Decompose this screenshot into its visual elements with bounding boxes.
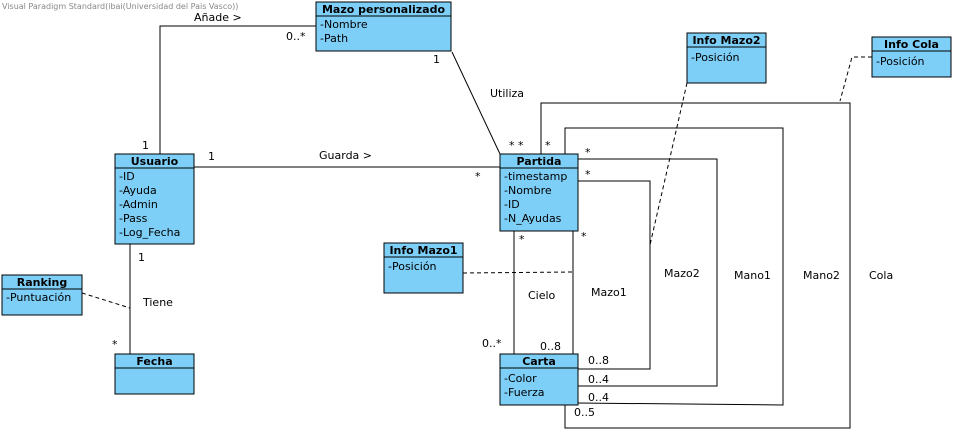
multiplicity: * <box>519 233 525 246</box>
class-attr: -N_Ayudas <box>504 212 562 225</box>
assoc-label-mano1: Mano1 <box>734 269 771 282</box>
multiplicity: 0..8 <box>588 354 609 367</box>
class-title: Ranking <box>17 276 68 289</box>
class-title: Carta <box>522 355 556 368</box>
class-fecha[interactable]: Fecha <box>114 353 195 395</box>
class-attr: -ID <box>119 170 135 183</box>
assoc-label-cielo: Cielo <box>528 289 556 302</box>
class-attr: -Posición <box>876 55 925 68</box>
multiplicity: * <box>518 139 524 152</box>
class-attr: -Color <box>504 372 537 385</box>
assoc-label-utiliza: Utiliza <box>490 87 524 100</box>
class-title: Info Mazo2 <box>692 34 760 47</box>
multiplicity: 1 <box>208 150 215 163</box>
class-ranking[interactable]: Ranking -Puntuación <box>1 274 83 316</box>
class-attr: -Posición <box>691 51 740 64</box>
assoc-mano1-line <box>578 158 718 387</box>
class-attr: -Pass <box>119 212 148 225</box>
class-attr: -Ayuda <box>119 184 157 197</box>
class-info-cola[interactable]: Info Cola -Posición <box>871 36 952 78</box>
class-attr: -Log_Fecha <box>119 226 180 239</box>
class-title: Mazo personalizado <box>322 3 446 16</box>
multiplicity: * <box>475 170 481 183</box>
class-title: Info Cola <box>884 38 939 51</box>
multiplicity: * <box>545 139 551 152</box>
multiplicity: 1 <box>138 251 145 264</box>
assoc-utiliza-line <box>451 51 501 155</box>
class-attr: -ID <box>504 198 520 211</box>
class-title: Info Mazo1 <box>389 244 457 257</box>
multiplicity: 1 <box>433 53 440 66</box>
assoc-label-tiene: Tiene <box>142 296 173 309</box>
class-attr: -Posición <box>388 260 437 273</box>
multiplicity: * <box>112 338 118 351</box>
class-title: Usuario <box>131 155 179 168</box>
multiplicity: * <box>585 168 591 181</box>
assoc-mazo2-line <box>578 180 651 370</box>
assoc-label-mazo1: Mazo1 <box>591 286 627 299</box>
multiplicity: * <box>585 146 591 159</box>
link-info-cola <box>839 56 872 102</box>
class-attr: -Path <box>320 32 348 45</box>
assoc-label-mano2: Mano2 <box>803 269 840 282</box>
class-usuario[interactable]: Usuario -ID -Ayuda -Admin -Pass -Log_Fec… <box>114 153 195 245</box>
class-info-mazo2[interactable]: Info Mazo2 -Posición <box>686 32 767 84</box>
multiplicity: 0..* <box>482 337 502 350</box>
class-attr: -Admin <box>119 198 158 211</box>
class-mazo-personalizado[interactable]: Mazo personalizado -Nombre -Path <box>315 1 452 52</box>
class-title: Partida <box>517 155 562 168</box>
multiplicity: * <box>509 139 515 152</box>
class-attr: -Puntuación <box>6 291 71 304</box>
multiplicity: 0..8 <box>540 340 561 353</box>
class-attr: -Nombre <box>504 184 552 197</box>
assoc-label-cola: Cola <box>869 269 893 282</box>
assoc-label-guarda: Guarda > <box>319 149 372 162</box>
multiplicity: 0..* <box>286 30 306 43</box>
class-partida[interactable]: Partida -timestamp -Nombre -ID -N_Ayudas <box>499 153 579 232</box>
class-attr: -timestamp <box>504 170 567 183</box>
link-info-mazo2 <box>649 82 688 246</box>
multiplicity: 0..5 <box>574 406 595 419</box>
assoc-anade-line <box>159 25 316 154</box>
class-attr: -Nombre <box>320 18 368 31</box>
class-carta[interactable]: Carta -Color -Fuerza <box>499 353 579 406</box>
multiplicity: * <box>581 230 587 243</box>
assoc-label-mazo2: Mazo2 <box>664 267 700 280</box>
assoc-cola-line <box>540 102 851 429</box>
class-attr: -Fuerza <box>504 386 544 399</box>
class-info-mazo1[interactable]: Info Mazo1 -Posición <box>383 242 464 294</box>
multiplicity: 0..4 <box>588 391 609 404</box>
watermark: Visual Paradigm Standard(ibai(Universida… <box>2 2 238 11</box>
link-info-mazo1 <box>462 271 574 274</box>
assoc-label-anade: Añade > <box>194 11 242 24</box>
class-title: Fecha <box>136 355 172 368</box>
link-ranking <box>81 292 131 309</box>
assoc-mano2-line <box>564 127 784 406</box>
multiplicity: 0..4 <box>588 373 609 386</box>
multiplicity: 1 <box>142 139 149 152</box>
